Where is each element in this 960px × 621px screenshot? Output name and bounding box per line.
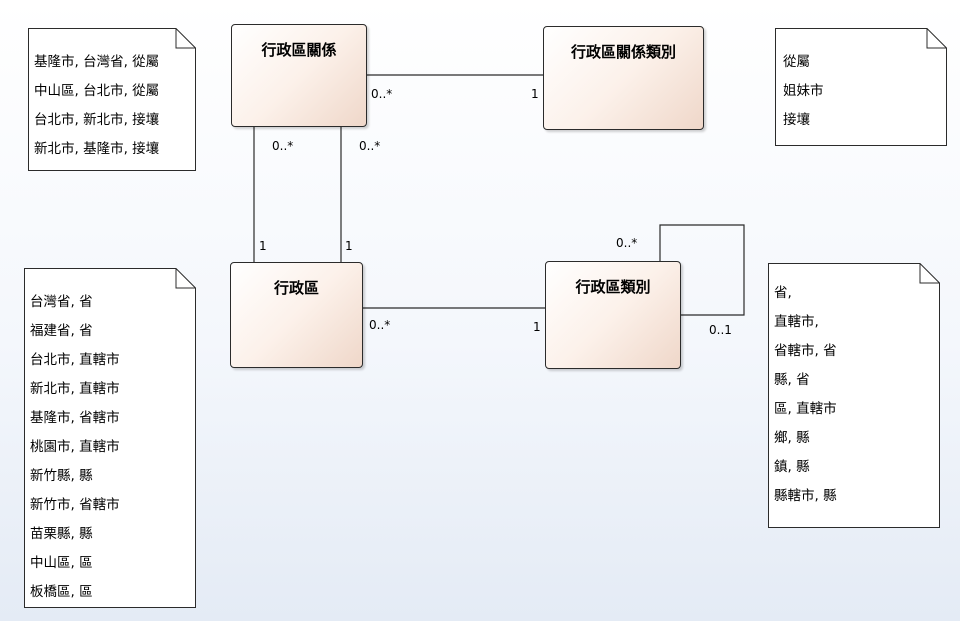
note-line: 區, 直轄市 xyxy=(774,401,837,417)
note-text: 省, 直轄市, 省轄市, 省縣, 省區, 直轄市鄉, 縣鎮, 縣縣轄市, 縣 xyxy=(774,279,934,511)
mult-area-to-type-target: 1 xyxy=(533,320,541,334)
note-shape xyxy=(775,28,947,146)
note-line: 新北市, 直轄市 xyxy=(30,381,120,397)
class-title: 行政區關係類別 xyxy=(570,43,676,61)
class-title: 行政區 xyxy=(273,279,319,297)
note-line: 姐妹市 xyxy=(783,83,824,99)
note-line: 接壤 xyxy=(783,112,810,128)
class-admin-relation-type[interactable]: 行政區關係類別 xyxy=(543,26,704,130)
mult-relation-to-area-right-source: 0..* xyxy=(359,139,381,153)
note-line: 中山區, 區 xyxy=(30,555,93,571)
note-line: 鎮, 縣 xyxy=(774,459,810,475)
note-line: 台灣省, 省 xyxy=(30,294,93,310)
note-line: 從屬 xyxy=(783,54,810,70)
note-text: 從屬姐妹市接壤 xyxy=(781,48,941,135)
note-line: 桃園市, 直轄市 xyxy=(30,439,120,455)
note-line: 鄉, 縣 xyxy=(774,430,810,446)
note-text: 基隆市, 台灣省, 從屬中山區, 台北市, 從屬台北市, 新北市, 接壤新北市,… xyxy=(34,48,190,164)
mult-area-to-type-source: 0..* xyxy=(369,318,391,332)
mult-relation-to-area-left-target: 1 xyxy=(259,239,267,253)
class-admin-area[interactable]: 行政區 xyxy=(230,262,363,368)
note-line: 省轄市, 省 xyxy=(774,343,837,359)
note-line: 縣轄市, 縣 xyxy=(774,488,837,504)
note-relation-examples[interactable]: 基隆市, 台灣省, 從屬中山區, 台北市, 從屬台北市, 新北市, 接壤新北市,… xyxy=(28,28,196,171)
note-line: 縣, 省 xyxy=(774,372,810,388)
note-line: 省, xyxy=(774,285,792,301)
note-line: 板橋區, 區 xyxy=(30,584,93,600)
note-line: 基隆市, 省轄市 xyxy=(30,410,120,426)
note-line: 新竹縣, 縣 xyxy=(30,468,93,484)
note-shape xyxy=(768,263,940,528)
note-shape xyxy=(24,268,196,608)
class-admin-area-type[interactable]: 行政區類別 xyxy=(545,261,681,369)
class-title: 行政區類別 xyxy=(575,278,651,296)
mult-relation-to-area-right-target: 1 xyxy=(345,239,353,253)
note-line: 苗栗縣, 縣 xyxy=(30,526,93,542)
mult-relation-to-reltype-source: 0..* xyxy=(371,87,393,101)
note-area-types[interactable]: 省, 直轄市, 省轄市, 省縣, 省區, 直轄市鄉, 縣鎮, 縣縣轄市, 縣 xyxy=(768,263,940,528)
note-shape xyxy=(28,28,196,171)
mult-relation-to-reltype-target: 1 xyxy=(531,87,539,101)
note-relation-types[interactable]: 從屬姐妹市接壤 xyxy=(775,28,947,146)
note-line: 新北市, 基隆市, 接壤 xyxy=(34,141,160,157)
class-title: 行政區關係 xyxy=(261,41,337,59)
note-line: 中山區, 台北市, 從屬 xyxy=(34,83,160,99)
note-line: 台北市, 新北市, 接壤 xyxy=(34,112,160,128)
class-admin-relation[interactable]: 行政區關係 xyxy=(231,24,367,127)
assoc-area-type-self xyxy=(659,224,745,316)
mult-type-self-top: 0..* xyxy=(616,236,638,250)
mult-relation-to-area-left-source: 0..* xyxy=(272,139,294,153)
note-line: 台北市, 直轄市 xyxy=(30,352,120,368)
note-line: 基隆市, 台灣省, 從屬 xyxy=(34,54,160,70)
note-area-examples[interactable]: 台灣省, 省福建省, 省台北市, 直轄市新北市, 直轄市基隆市, 省轄市桃園市,… xyxy=(24,268,196,608)
mult-type-self-right: 0..1 xyxy=(709,323,732,337)
note-text: 台灣省, 省福建省, 省台北市, 直轄市新北市, 直轄市基隆市, 省轄市桃園市,… xyxy=(30,288,190,607)
note-line: 新竹市, 省轄市 xyxy=(30,497,120,513)
note-line: 直轄市, xyxy=(774,314,819,330)
note-line: 福建省, 省 xyxy=(30,323,93,339)
